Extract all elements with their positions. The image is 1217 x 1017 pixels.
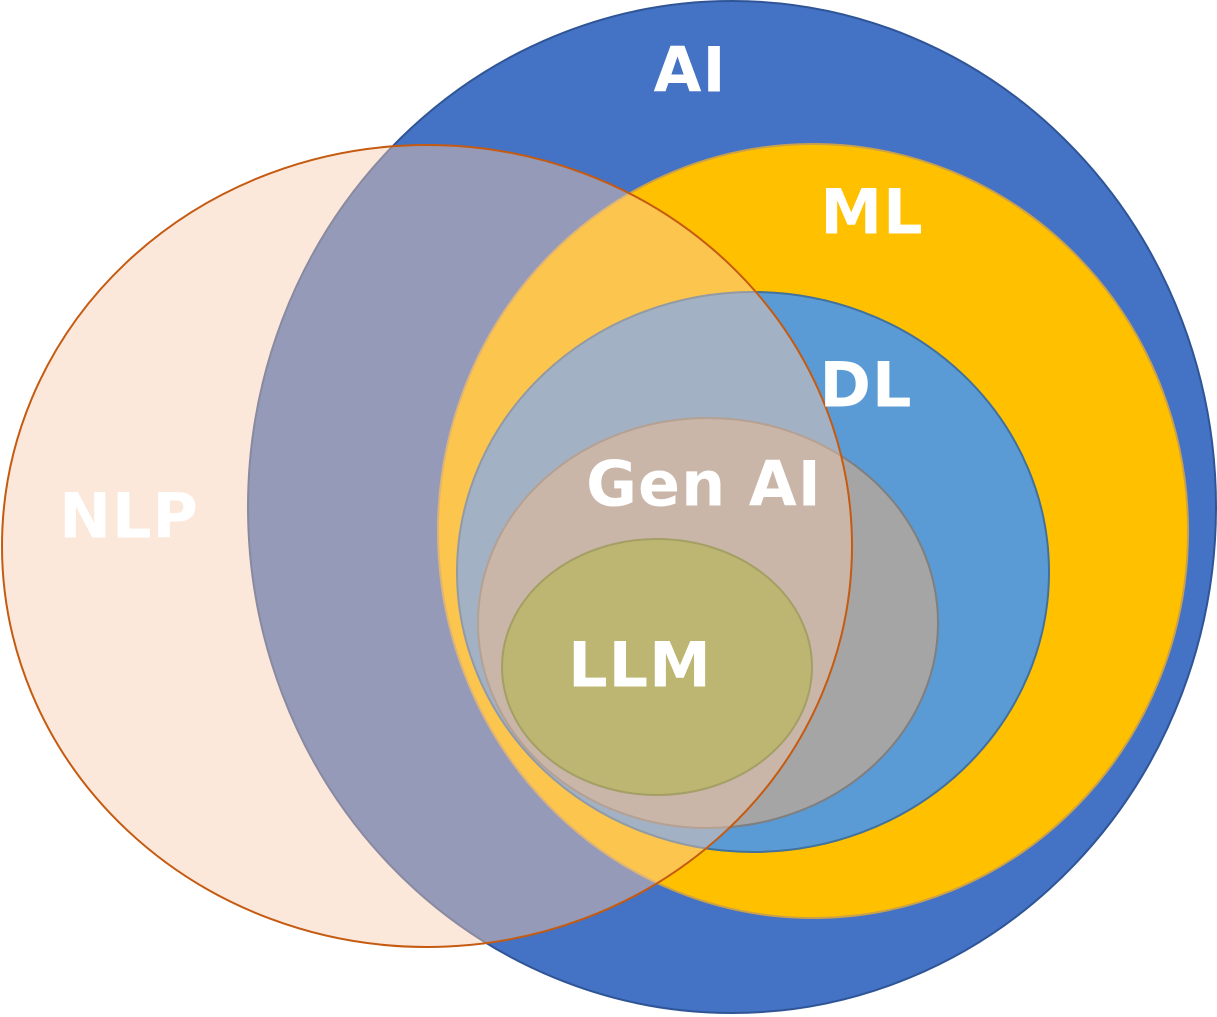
llm-circle	[501, 538, 813, 796]
ai-label: AI	[653, 34, 726, 107]
llm-label: LLM	[568, 629, 712, 702]
dl-label: DL	[820, 349, 913, 422]
ml-label: ML	[820, 176, 923, 249]
genai-label: Gen AI	[586, 448, 822, 521]
nlp-label: NLP	[59, 480, 199, 553]
nlp-circle	[1, 144, 853, 948]
